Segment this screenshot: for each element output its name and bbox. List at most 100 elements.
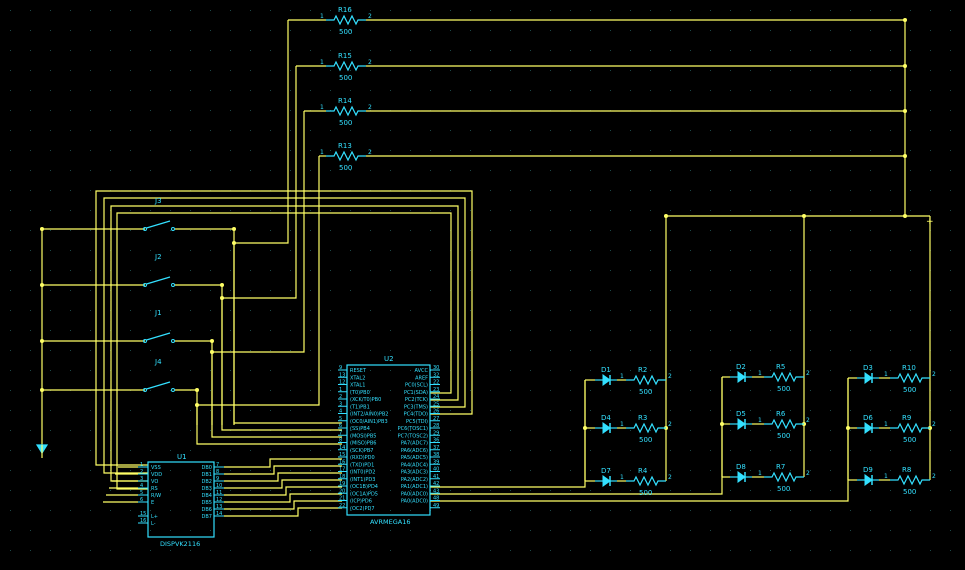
- pin-label: PC5(TDI): [406, 419, 428, 425]
- resistor-ref: R5: [776, 363, 785, 371]
- diode-ref: D1: [601, 366, 611, 374]
- pin-label: (TXD)PD1: [350, 462, 374, 468]
- pin-number: 1: [758, 470, 762, 477]
- resistor-value: 500: [777, 485, 790, 493]
- wire: [430, 380, 586, 488]
- resistor-ref: R2: [638, 366, 647, 374]
- switch-ref: J3: [154, 197, 162, 205]
- wire: [430, 377, 723, 495]
- resistor-ref: R3: [638, 414, 647, 422]
- diode-d4[interactable]: D4: [595, 414, 617, 434]
- pin-number: 48: [433, 496, 439, 502]
- switch-j3[interactable]: J3: [143, 197, 175, 231]
- pin-label: PA7(ADC7): [401, 441, 428, 447]
- pin-number: 7: [339, 430, 342, 436]
- pin-number: 6: [140, 497, 143, 503]
- diode-d7[interactable]: D7: [595, 467, 617, 487]
- pin-number: 15: [339, 452, 345, 458]
- pin-number: 2: [368, 104, 372, 111]
- resistor-value: 500: [339, 164, 352, 172]
- switch-j4[interactable]: J4: [143, 358, 175, 392]
- resistor-ref: R14: [338, 97, 352, 105]
- pin-number: 4: [339, 409, 342, 415]
- plus-mark: +: [926, 217, 934, 227]
- wire: [211, 352, 342, 438]
- junction-dot: [210, 339, 214, 343]
- resistor-ref: R4: [638, 467, 648, 475]
- pin-label: PC7(TOSC2): [398, 433, 428, 439]
- diode-d1[interactable]: D1: [595, 366, 617, 386]
- pin-number: 38: [433, 452, 439, 458]
- pin-number: 3: [339, 401, 342, 407]
- pin-label: DB3: [202, 486, 212, 492]
- pin-number: 24: [433, 394, 439, 400]
- diode-d8[interactable]: D8: [730, 463, 752, 483]
- wire: [224, 486, 342, 496]
- wire: [224, 458, 342, 468]
- wire: [234, 20, 289, 244]
- diode-d5[interactable]: D5: [730, 410, 752, 430]
- wire: [196, 405, 342, 445]
- pin-number: 22: [339, 503, 345, 509]
- junction-dot: [40, 283, 44, 287]
- resistor-value: 500: [639, 436, 652, 444]
- pin-label: PC3(TMS): [404, 404, 428, 410]
- pin-label: (SS)PB4: [350, 426, 370, 432]
- pin-number: 1: [758, 370, 762, 377]
- pin-number: 20: [339, 488, 345, 494]
- pin-number: 1: [339, 387, 342, 393]
- pin-label: PC0(SCL): [405, 383, 428, 389]
- resistor-ref: R8: [902, 466, 911, 474]
- pin-label: RS: [151, 486, 158, 492]
- pin-number: 21: [339, 496, 345, 502]
- resistor-value: 500: [339, 28, 352, 36]
- wire: [221, 298, 342, 431]
- pin-number: 1: [320, 149, 324, 156]
- resistor-ref: R15: [338, 52, 352, 60]
- pin-number: 1: [884, 371, 888, 378]
- junction-dot: [40, 388, 44, 392]
- pin-label: AVCC: [414, 368, 428, 374]
- diode-ref: D3: [863, 364, 873, 372]
- resistor-ref: R7: [776, 463, 785, 471]
- pin-number: 15: [140, 511, 146, 517]
- wire: [224, 465, 342, 475]
- pin-number: 2: [668, 474, 672, 481]
- pin-number: 32: [433, 372, 439, 378]
- wire: [175, 228, 235, 425]
- switch-j2[interactable]: J2: [143, 253, 175, 287]
- pin-label: (ICP)PD6: [350, 499, 372, 505]
- pin-number: 29: [433, 430, 439, 436]
- junction-dot: [40, 227, 44, 231]
- ic-name: DISPVK2116: [160, 540, 200, 548]
- pin-number: 2: [932, 473, 936, 480]
- resistor-value: 500: [639, 388, 652, 396]
- pin-number: 27: [433, 416, 439, 422]
- diode-d3[interactable]: D3: [857, 364, 879, 384]
- switch-j1[interactable]: J1: [143, 309, 175, 343]
- diode-d2[interactable]: D2: [730, 363, 752, 383]
- pin-label: (INT2/AIN0)PB2: [350, 412, 388, 418]
- pin-number: 7: [216, 462, 219, 468]
- pin-number: 1: [140, 462, 143, 468]
- pin-label: VSS: [151, 465, 161, 471]
- diode-d6[interactable]: D6: [857, 414, 879, 434]
- pin-label: DB2: [202, 479, 212, 485]
- pin-number: 40: [433, 467, 439, 473]
- diode-d9[interactable]: D9: [857, 466, 879, 486]
